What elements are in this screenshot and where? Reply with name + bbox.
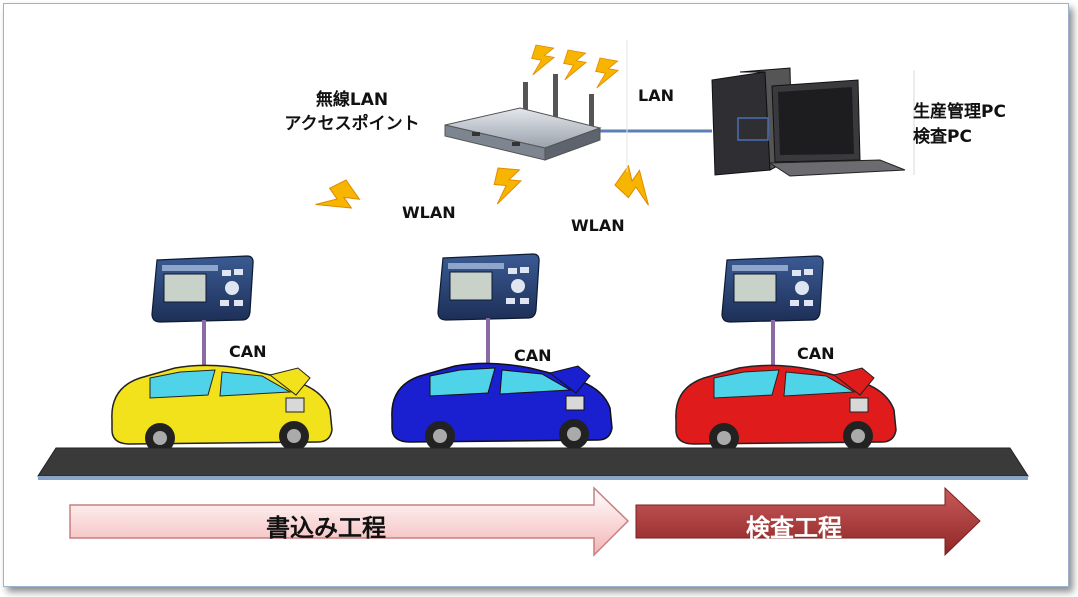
- can-label-3: CAN: [797, 344, 835, 363]
- access-point-label-line2: アクセスポイント: [284, 114, 420, 134]
- can-label-2: CAN: [514, 346, 552, 365]
- desktop-pc-icon: [711, 67, 906, 177]
- write-process-label: 書込み工程: [266, 514, 386, 542]
- handheld-device-1: [151, 255, 254, 372]
- can-label-1: CAN: [229, 342, 267, 361]
- write-process-arrow: [69, 486, 630, 557]
- pc-label-line2: 検査PC: [913, 127, 972, 147]
- car-yellow: [111, 364, 333, 453]
- conveyor-belt: [37, 447, 1029, 480]
- inspect-process-arrow: [635, 486, 981, 557]
- wireless-router-icon: [444, 74, 602, 161]
- handheld-device-3: [721, 255, 824, 370]
- wlan-label-right: WLAN: [571, 216, 625, 235]
- inspect-process-label: 検査工程: [746, 514, 842, 542]
- pc-label: 生産管理PC 検査PC: [913, 100, 1006, 150]
- pc-label-line1: 生産管理PC: [913, 102, 1006, 122]
- car-red: [675, 364, 897, 453]
- wlan-label-left: WLAN: [402, 203, 456, 222]
- access-point-label-line1: 無線LAN: [315, 90, 389, 110]
- access-point-label: 無線LAN アクセスポイント: [262, 88, 442, 136]
- handheld-device-2: [437, 253, 540, 370]
- car-blue: [391, 362, 613, 451]
- lan-label: LAN: [638, 86, 674, 105]
